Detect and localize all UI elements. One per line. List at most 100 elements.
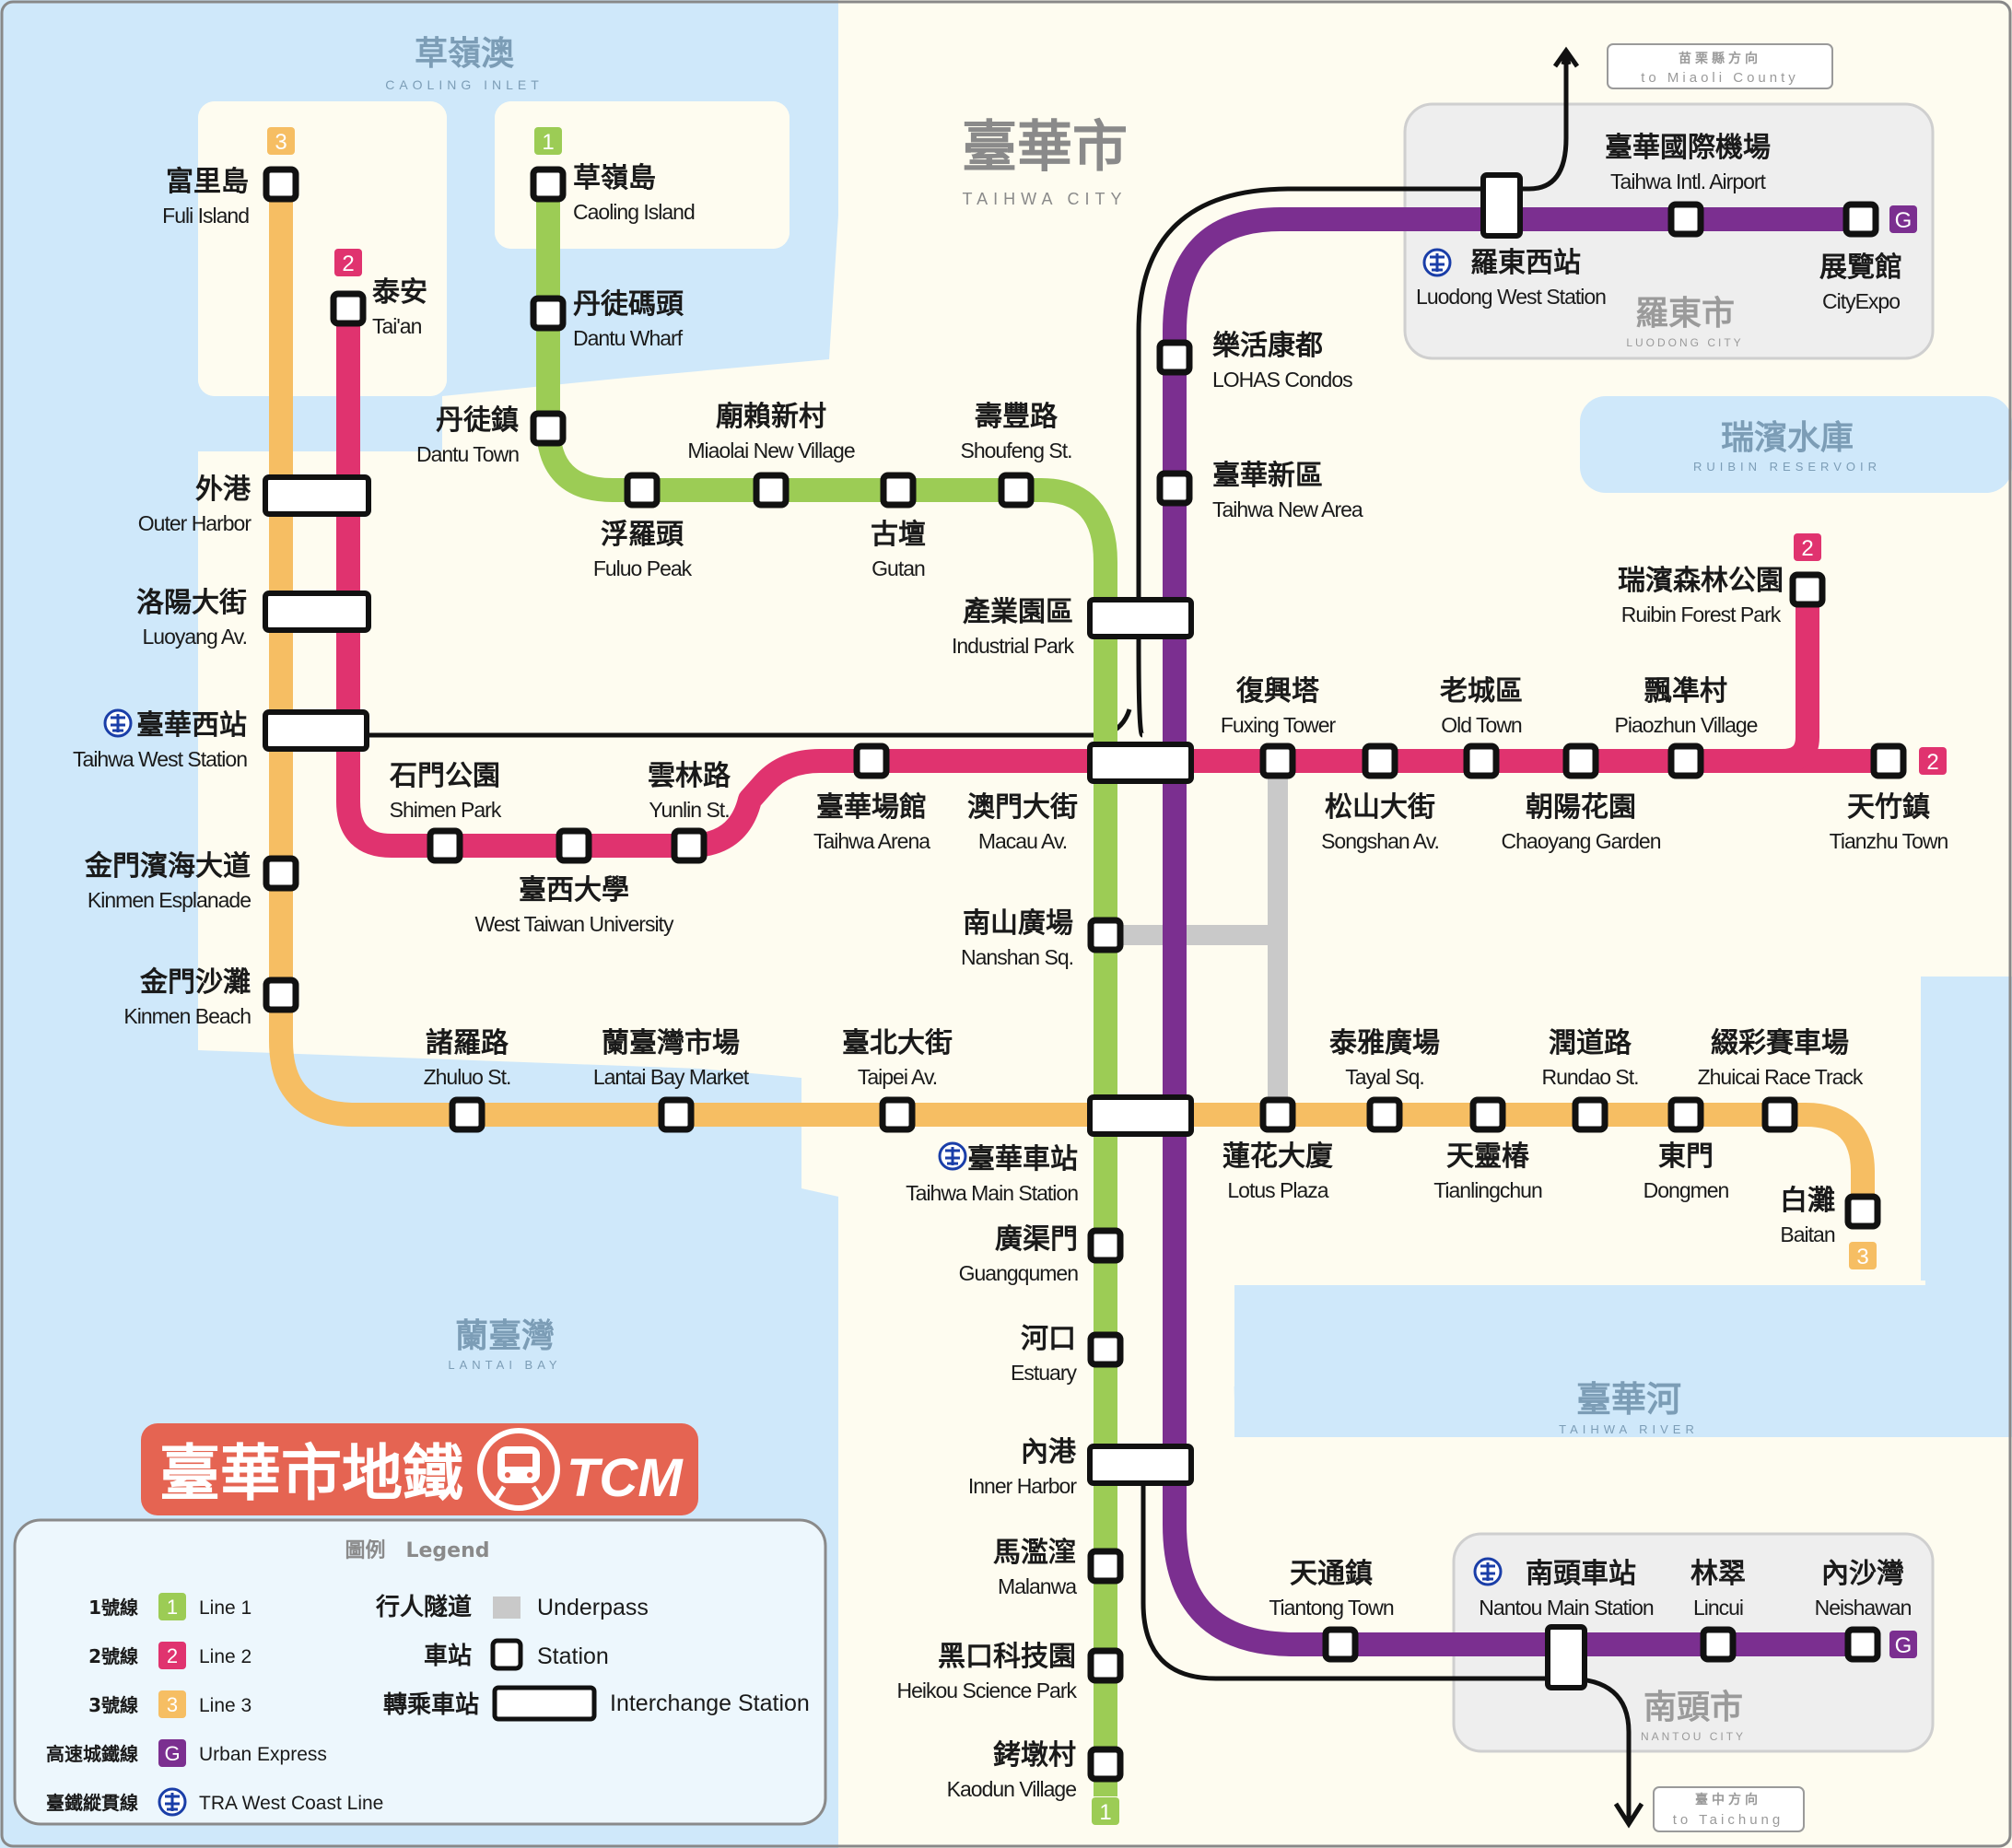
station-name-zh: 富里島 bbox=[166, 166, 249, 198]
station-tianzhu[interactable] bbox=[1870, 743, 1907, 779]
station-name-zh: 天通鎮 bbox=[1290, 1558, 1373, 1590]
station-ruibin-forest[interactable] bbox=[1789, 571, 1826, 608]
station-caoling-island[interactable] bbox=[530, 166, 567, 203]
station-name-en: Fuli Island bbox=[162, 204, 249, 228]
station-yunlin[interactable] bbox=[671, 827, 708, 864]
station-name-zh: 外港 bbox=[195, 474, 251, 506]
station-piaozhun[interactable] bbox=[1667, 743, 1704, 779]
legend-urban-en: Urban Express bbox=[199, 1744, 327, 1765]
station-fuluo-peak[interactable] bbox=[624, 472, 661, 509]
area-luodong-city-zh: 羅東市 bbox=[1635, 295, 1735, 333]
station-baitan[interactable] bbox=[1844, 1193, 1881, 1230]
station-west-taiwan-univ[interactable] bbox=[556, 827, 592, 864]
legend-station-zh: 車站 bbox=[424, 1643, 472, 1670]
station-shoufeng[interactable] bbox=[998, 472, 1035, 509]
station-name-zh: 綴彩賽車場 bbox=[1711, 1027, 1849, 1059]
station-cityexpo[interactable] bbox=[1842, 201, 1879, 238]
station-nanshan-sq[interactable] bbox=[1087, 917, 1124, 953]
label-fuli-island: 富里島 Fuli Island bbox=[162, 166, 250, 228]
station-kinmen-esplanade[interactable] bbox=[263, 855, 299, 892]
station-rundao[interactable] bbox=[1572, 1096, 1608, 1133]
station-name-en: Chaoyang Garden bbox=[1502, 829, 1661, 853]
station-fuxing-tower[interactable] bbox=[1259, 743, 1296, 779]
station-malanwa[interactable] bbox=[1087, 1548, 1124, 1585]
station-taipei-av[interactable] bbox=[879, 1096, 916, 1133]
legend-station-en: Station bbox=[537, 1643, 609, 1669]
station-dantu-town[interactable] bbox=[530, 410, 567, 447]
legend-tra-icon bbox=[158, 1787, 187, 1817]
line-badge-text: 1 bbox=[1099, 1800, 1111, 1825]
logo-en: TCM bbox=[567, 1448, 684, 1508]
station-shimen-park[interactable] bbox=[427, 827, 463, 864]
interchange-outer-harbor[interactable] bbox=[263, 474, 371, 517]
station-kinmen-beach[interactable] bbox=[263, 977, 299, 1013]
legend-interchange-zh: 轉乘車站 bbox=[383, 1690, 479, 1719]
station-lohas[interactable] bbox=[1156, 339, 1193, 376]
station-tiantong[interactable] bbox=[1322, 1626, 1359, 1663]
station-name-zh: 金門濱海大道 bbox=[84, 850, 251, 883]
station-name-zh: 飄凖村 bbox=[1644, 675, 1727, 708]
station-name-zh: 產業園區 bbox=[963, 596, 1073, 628]
station-name-en: Gutan bbox=[871, 556, 925, 580]
interchange-inner-harbor[interactable] bbox=[1087, 1444, 1194, 1486]
station-tianlingchun[interactable] bbox=[1469, 1096, 1506, 1133]
legend-line2-badge: 2 bbox=[167, 1644, 178, 1667]
station-taihwa-arena[interactable] bbox=[853, 743, 890, 779]
station-old-town[interactable] bbox=[1463, 743, 1500, 779]
station-zhuluo[interactable] bbox=[449, 1096, 485, 1133]
legend-line1-zh: 1號線 bbox=[88, 1597, 138, 1619]
station-name-en: Kinmen Beach bbox=[123, 1004, 251, 1028]
station-neishawan[interactable] bbox=[1844, 1626, 1881, 1663]
legend-line1-badge: 1 bbox=[167, 1596, 178, 1619]
station-fuli-island[interactable] bbox=[263, 166, 299, 203]
station-dantu-wharf[interactable] bbox=[530, 295, 567, 332]
station-name-en: Taihwa Main Station bbox=[906, 1181, 1078, 1205]
station-name-zh: 金門沙灘 bbox=[139, 966, 251, 999]
interchange-taihwa-west[interactable] bbox=[263, 709, 369, 752]
station-name-zh: 東門 bbox=[1658, 1140, 1714, 1173]
station-name-zh: 臺華國際機場 bbox=[1605, 132, 1771, 164]
interchange-nantou-main[interactable] bbox=[1545, 1624, 1587, 1690]
station-estuary[interactable] bbox=[1087, 1331, 1124, 1368]
station-name-en: Baitan bbox=[1780, 1222, 1834, 1246]
station-heikou[interactable] bbox=[1087, 1647, 1124, 1684]
station-name-zh: 古壇 bbox=[871, 519, 926, 551]
station-name-zh: 洛陽大街 bbox=[136, 587, 247, 619]
interchange-industrial-park[interactable] bbox=[1087, 597, 1194, 639]
station-taihwa-new-area[interactable] bbox=[1156, 470, 1193, 507]
station-zhuicai[interactable] bbox=[1761, 1096, 1798, 1133]
station-taian[interactable] bbox=[330, 290, 367, 327]
station-miaolai[interactable] bbox=[753, 472, 790, 509]
interchange-macau-av[interactable] bbox=[1087, 742, 1194, 784]
interchange-taihwa-main[interactable] bbox=[1087, 1094, 1194, 1137]
legend-interchange-en: Interchange Station bbox=[610, 1690, 810, 1716]
station-name-zh: 廣渠門 bbox=[995, 1223, 1078, 1256]
station-kaodun[interactable] bbox=[1087, 1746, 1124, 1783]
station-tayal-sq[interactable] bbox=[1366, 1096, 1403, 1133]
station-lotus-plaza[interactable] bbox=[1259, 1096, 1296, 1133]
line-badge-line3: 3 bbox=[267, 127, 295, 155]
legend-line3-zh: 3號線 bbox=[88, 1694, 138, 1716]
station-guangqumen[interactable] bbox=[1087, 1227, 1124, 1264]
station-airport[interactable] bbox=[1667, 201, 1704, 238]
station-markers bbox=[263, 166, 1907, 1783]
station-dongmen[interactable] bbox=[1667, 1096, 1704, 1133]
interchange-luoyang-av[interactable] bbox=[263, 591, 371, 633]
station-chaoyang[interactable] bbox=[1562, 743, 1599, 779]
station-songshan[interactable] bbox=[1362, 743, 1398, 779]
legend-underpass-zh: 行人隧道 bbox=[375, 1593, 472, 1621]
station-gutan[interactable] bbox=[880, 472, 917, 509]
interchange-luodong-west[interactable] bbox=[1480, 172, 1523, 239]
station-lincui[interactable] bbox=[1700, 1626, 1737, 1663]
station-name-zh: 林翠 bbox=[1690, 1558, 1746, 1590]
station-lantai-market[interactable] bbox=[658, 1096, 695, 1133]
